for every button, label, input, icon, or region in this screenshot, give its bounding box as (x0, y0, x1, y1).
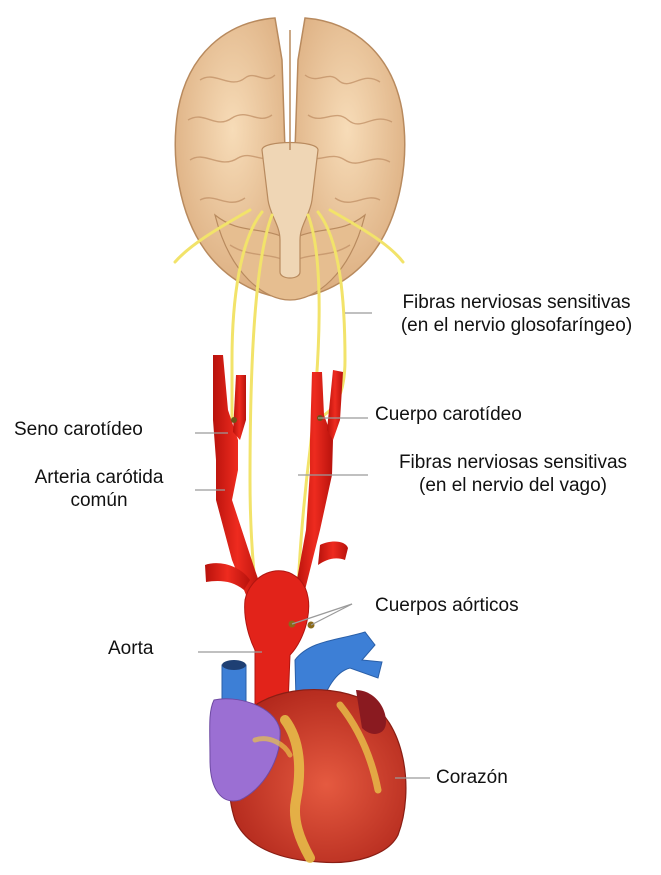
label-arteria-line1: Arteria carótida (14, 466, 184, 489)
leader-cuerpo-aortico-2 (311, 604, 352, 625)
label-corazon: Corazón (436, 766, 508, 789)
label-fibras-vago-line2: (en el nervio del vago) (368, 474, 658, 497)
label-aorta: Aorta (108, 637, 153, 660)
label-fibras-glosofaringeo-line1: Fibras nerviosas sensitivas (372, 291, 661, 314)
heart (210, 632, 406, 863)
label-arteria-carotida: Arteria carótida común (14, 466, 184, 512)
label-arteria-line2: común (14, 489, 184, 512)
label-fibras-vago-line1: Fibras nerviosas sensitivas (368, 451, 658, 474)
label-seno-carotideo: Seno carotídeo (14, 418, 143, 441)
label-cuerpos-aorticos: Cuerpos aórticos (375, 594, 519, 617)
label-fibras-glosofaringeo: Fibras nerviosas sensitivas (en el nervi… (372, 291, 661, 337)
brain (175, 18, 404, 300)
label-cuerpo-carotideo: Cuerpo carotídeo (375, 403, 522, 426)
label-fibras-glosofaringeo-line2: (en el nervio glosofaríngeo) (372, 314, 661, 337)
label-fibras-vago: Fibras nerviosas sensitivas (en el nervi… (368, 451, 658, 497)
